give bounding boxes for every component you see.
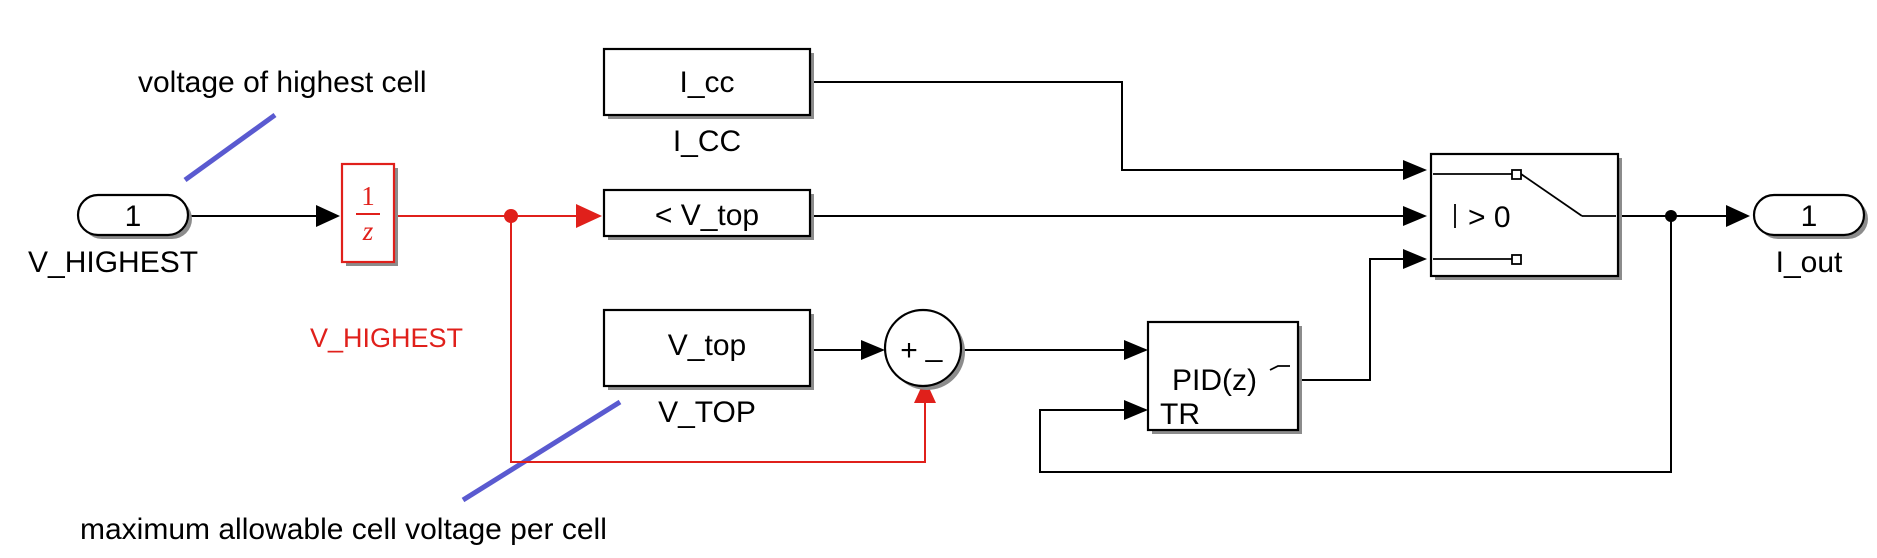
constant-vtop-value: V_top: [668, 329, 746, 362]
sum-block[interactable]: + _: [883, 308, 965, 390]
constant-vtop-block[interactable]: V_top: [602, 308, 814, 390]
constant-vtop-name: V_TOP: [658, 396, 756, 429]
annotation-bottom: maximum allowable cell voltage per cell: [80, 513, 607, 546]
signal-label-v-highest: V_HIGHEST: [310, 323, 463, 353]
switch-icon: [1433, 169, 1616, 265]
inport-v-highest[interactable]: 1: [76, 193, 192, 239]
constant-icc-value: I_cc: [679, 66, 734, 99]
inport-name: V_HIGHEST: [28, 246, 198, 279]
switch-criteria: > 0: [1468, 201, 1511, 234]
annotation-top-line: [183, 112, 277, 183]
unit-delay-denominator: z: [362, 216, 374, 246]
constant-icc-name: I_CC: [673, 125, 741, 158]
compare-to-constant-block[interactable]: < V_top: [602, 188, 814, 240]
pid-label: PID(z): [1172, 364, 1257, 397]
unit-delay-block[interactable]: 1 z: [340, 162, 398, 266]
constant-icc-block[interactable]: I_cc: [602, 47, 814, 119]
outport-i-out[interactable]: 1: [1752, 193, 1868, 239]
outport-number: 1: [1801, 200, 1818, 233]
sum-plus-sign: +: [900, 334, 918, 367]
switch-block[interactable]: > 0: [1429, 152, 1622, 280]
pid-saturation-icon: [1269, 365, 1290, 371]
compare-label: < V_top: [655, 199, 759, 232]
wires: [190, 81, 1750, 473]
annotation-bottom-line: [461, 399, 622, 503]
outport-name: I_out: [1776, 246, 1843, 279]
annotation-top: voltage of highest cell: [138, 66, 427, 99]
pid-tr-port-label: TR: [1160, 398, 1200, 431]
inport-number: 1: [125, 200, 142, 233]
unit-delay-numerator: 1: [361, 181, 375, 211]
wires-highlighted: [398, 204, 936, 463]
sum-minus-sign: _: [925, 330, 944, 363]
pid-controller-block[interactable]: PID(z) TR: [1146, 320, 1302, 434]
